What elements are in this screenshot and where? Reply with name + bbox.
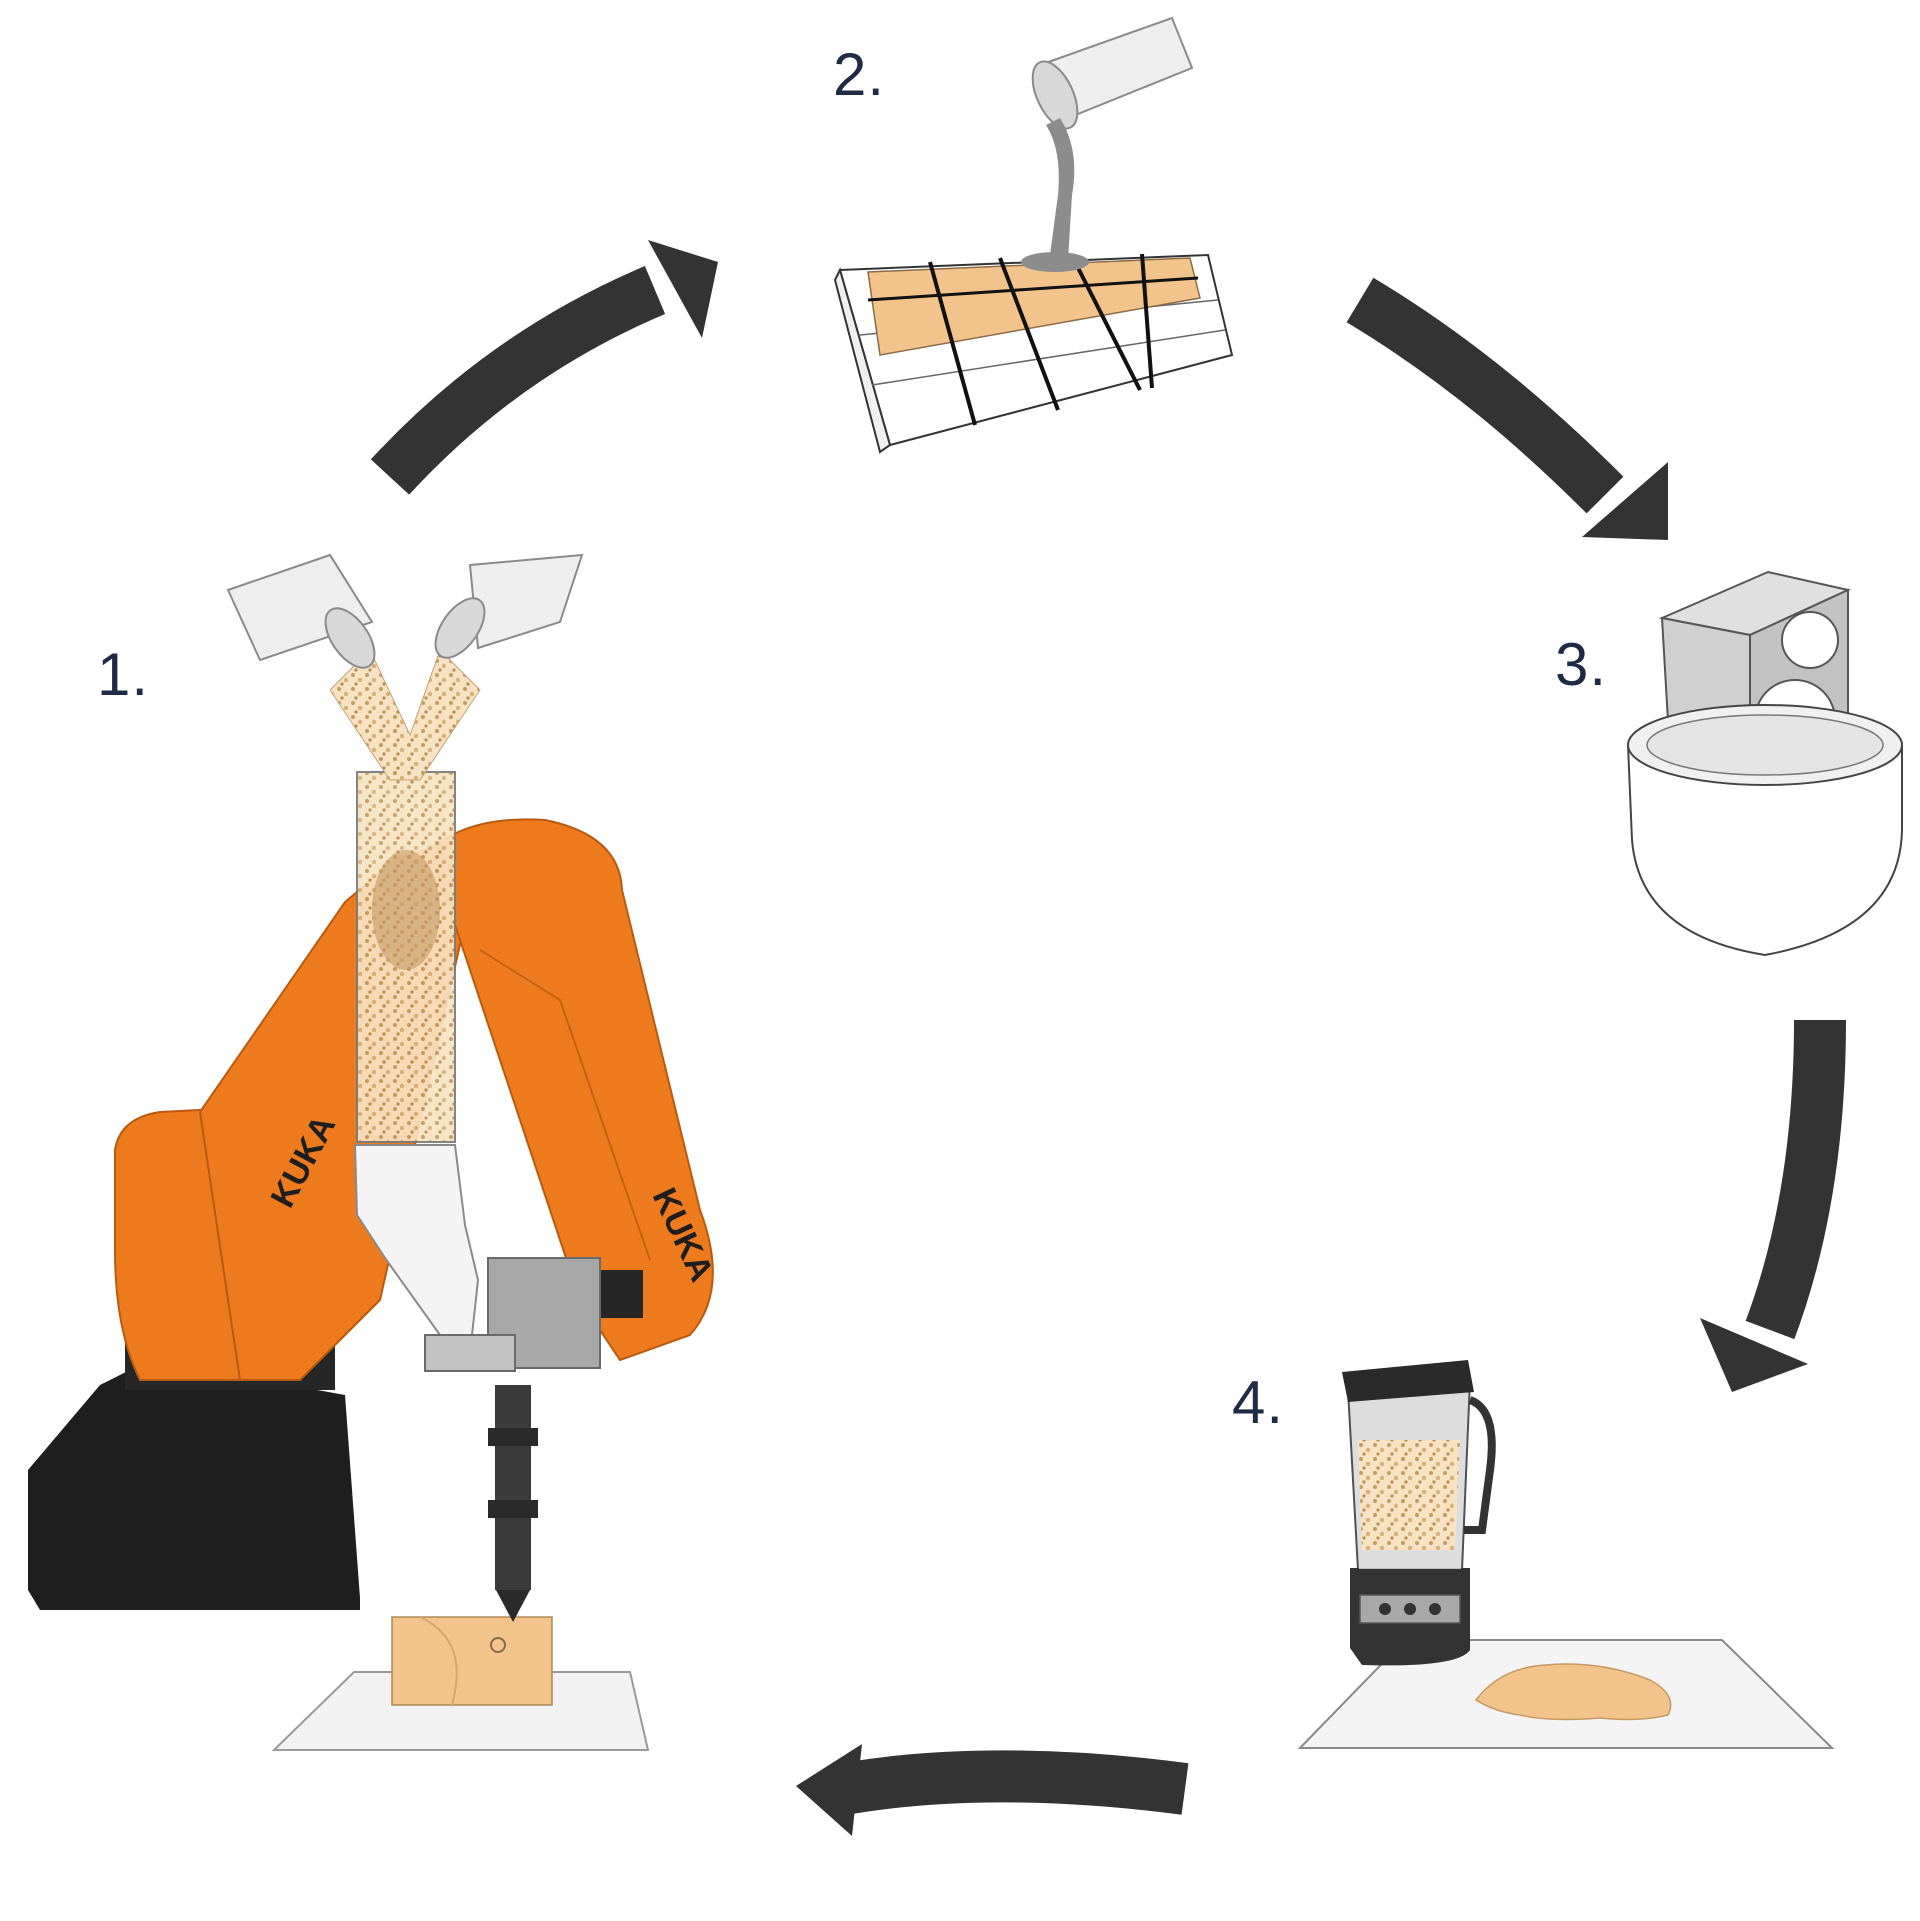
step-1-robot-scene: KUKA KUKA xyxy=(28,553,721,1751)
step-1-label: 1. xyxy=(97,641,150,708)
arrow-4-to-1 xyxy=(796,1744,1189,1836)
step-4-label: 4. xyxy=(1232,1369,1285,1436)
step-4-blender-scene xyxy=(1297,1360,1835,1749)
arrow-1-to-2 xyxy=(370,240,718,495)
arrow-2-to-3 xyxy=(1346,277,1668,540)
step-3-label: 3. xyxy=(1555,631,1608,698)
step-3-bowl-scene xyxy=(1626,570,1903,957)
arrow-3-to-4 xyxy=(1700,1019,1846,1392)
step-2-mold-scene xyxy=(833,16,1234,454)
step-2-label: 2. xyxy=(833,41,886,108)
